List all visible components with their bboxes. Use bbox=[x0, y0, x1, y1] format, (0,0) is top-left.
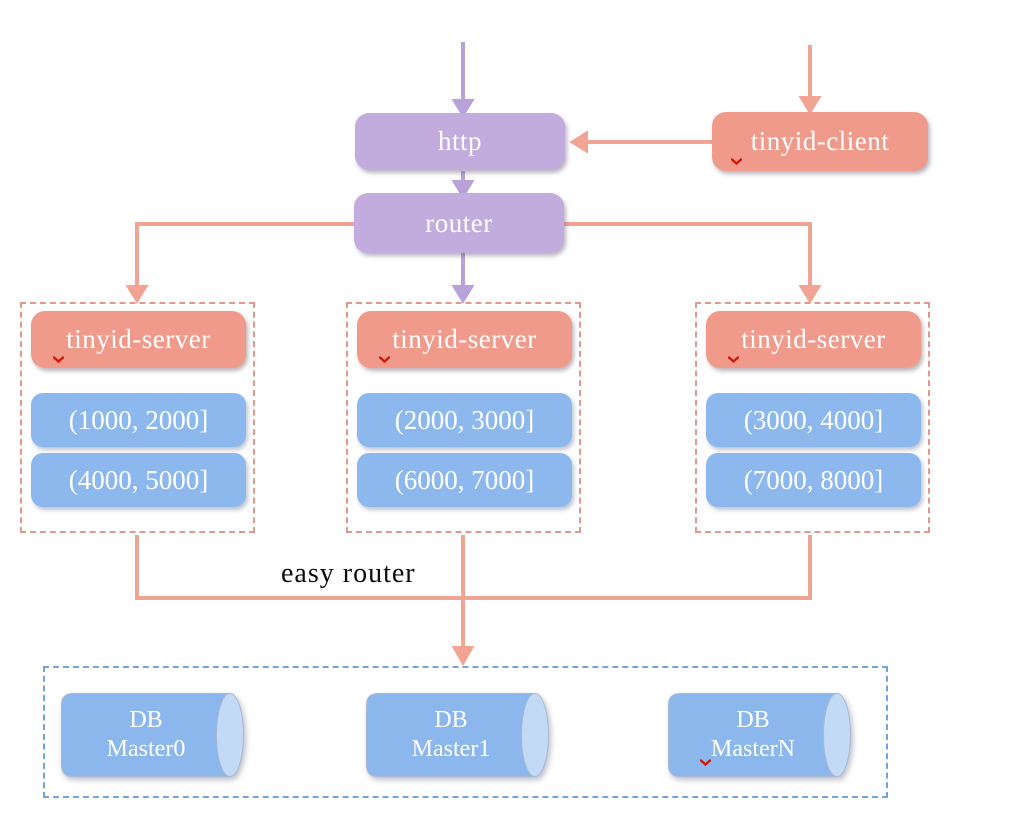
node-tinyid-server-right: tinyid-server bbox=[706, 311, 921, 368]
spellcheck-squiggle-icon bbox=[700, 759, 711, 766]
server-group-left: tinyid-server (1000, 2000] (4000, 5000] bbox=[20, 302, 255, 533]
id-range-box: (6000, 7000] bbox=[357, 453, 572, 507]
server-group-right: tinyid-server (3000, 4000] (7000, 8000] bbox=[695, 302, 930, 533]
node-tinyid-client-label: tinyid-client bbox=[750, 126, 890, 156]
db-label-line1: DB bbox=[736, 707, 770, 733]
spellcheck-squiggle-icon bbox=[731, 158, 742, 165]
db-label-line1: DB bbox=[129, 707, 163, 733]
db-label: DB Master1 bbox=[364, 692, 538, 778]
db-cylinder-master0: DB Master0 bbox=[59, 692, 245, 778]
node-tinyid-server-middle: tinyid-server bbox=[357, 311, 572, 368]
arrowhead-servers-to-db bbox=[451, 646, 475, 667]
arrowhead-router-to-right-server bbox=[798, 285, 822, 304]
arrow-router-to-left-server bbox=[135, 222, 354, 289]
db-label-line2: Master1 bbox=[411, 736, 491, 762]
db-cylinder-master1: DB Master1 bbox=[364, 692, 550, 778]
id-range-label: (1000, 2000] bbox=[68, 404, 209, 435]
db-label-line2: Master0 bbox=[106, 736, 186, 762]
cylinder-icon bbox=[668, 693, 851, 777]
db-label-line1: DB bbox=[434, 707, 468, 733]
arrowhead-router-to-left-server bbox=[125, 285, 149, 304]
cylinder-icon bbox=[61, 693, 244, 777]
node-tinyid-server-left: tinyid-server bbox=[31, 311, 246, 368]
db-cylinder-masterN: DB MasterN bbox=[666, 692, 852, 778]
node-tinyid-server-right-label: tinyid-server bbox=[741, 324, 886, 354]
id-range-label: (2000, 3000] bbox=[394, 404, 535, 435]
spellcheck-squiggle-icon bbox=[379, 356, 390, 363]
easy-router-label: easy router bbox=[281, 558, 416, 589]
spellcheck-squiggle-icon bbox=[53, 356, 64, 363]
node-router: router bbox=[354, 193, 564, 253]
id-range-box: (1000, 2000] bbox=[31, 393, 246, 447]
id-range-label: (6000, 7000] bbox=[394, 464, 535, 495]
arrowhead-router-to-mid-server bbox=[451, 285, 475, 304]
node-tinyid-server-middle-label: tinyid-server bbox=[392, 324, 537, 354]
spellcheck-squiggle-icon bbox=[728, 356, 739, 363]
db-label-line2: MasterN bbox=[711, 736, 795, 762]
id-range-box: (7000, 8000] bbox=[706, 453, 921, 507]
node-http: http bbox=[355, 113, 565, 170]
id-range-box: (2000, 3000] bbox=[357, 393, 572, 447]
node-router-label: router bbox=[425, 207, 493, 238]
db-master-group: DB Master0 DB Master1 DB MasterN bbox=[43, 666, 888, 798]
id-range-label: (4000, 5000] bbox=[68, 464, 209, 495]
cylinder-icon bbox=[366, 693, 549, 777]
db-label: DB MasterN bbox=[666, 692, 840, 778]
node-tinyid-client: tinyid-client bbox=[712, 112, 928, 171]
server-group-middle: tinyid-server (2000, 3000] (6000, 7000] bbox=[346, 302, 581, 533]
id-range-label: (3000, 4000] bbox=[743, 404, 884, 435]
id-range-box: (4000, 5000] bbox=[31, 453, 246, 507]
arrow-router-to-right-server bbox=[563, 222, 812, 289]
id-range-label: (7000, 8000] bbox=[743, 464, 884, 495]
db-label: DB Master0 bbox=[59, 692, 233, 778]
arrowhead-client-to-http bbox=[569, 130, 588, 154]
id-range-box: (3000, 4000] bbox=[706, 393, 921, 447]
node-http-label: http bbox=[437, 126, 482, 156]
arrowhead-top-to-client bbox=[798, 96, 822, 115]
node-tinyid-server-left-label: tinyid-server bbox=[66, 324, 211, 354]
